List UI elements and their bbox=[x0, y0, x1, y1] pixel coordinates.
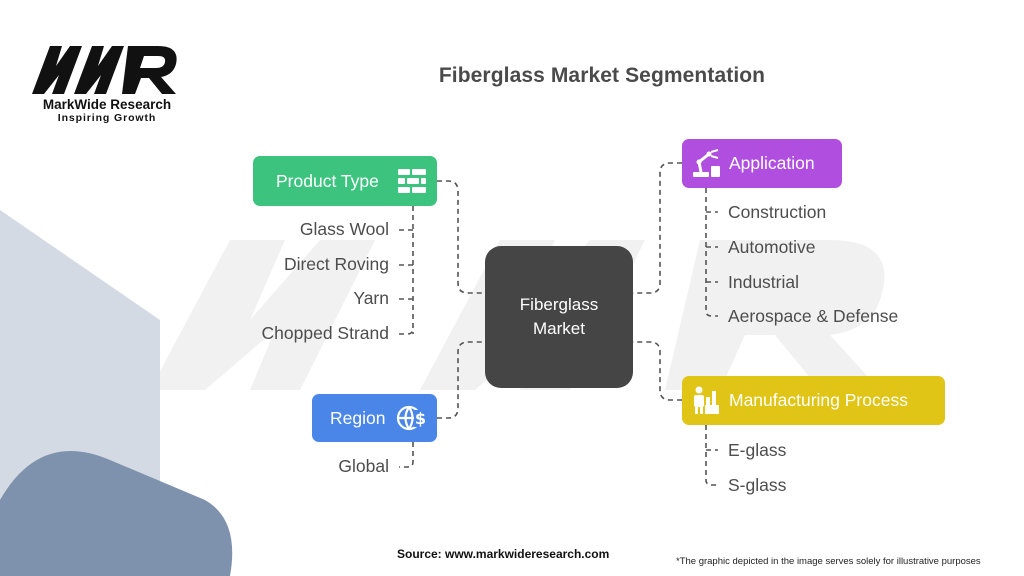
mwr-logo-icon bbox=[32, 46, 177, 94]
source-credit: Source: www.markwideresearch.com bbox=[397, 547, 610, 561]
robot-arm-icon bbox=[693, 149, 720, 177]
logo-tagline: Inspiring Growth bbox=[57, 112, 157, 124]
globe-dollar-icon: $ bbox=[396, 405, 427, 431]
decor-shape-lower bbox=[0, 451, 233, 576]
region-label: Region bbox=[330, 407, 386, 428]
manufacturing-item-e-glass: E-glass bbox=[728, 440, 787, 460]
application-node: Application bbox=[682, 139, 842, 188]
product-type-item-chopped-strand: Chopped Strand bbox=[261, 323, 389, 343]
application-label: Application bbox=[729, 153, 815, 173]
logo-company-name: MarkWide Research bbox=[42, 97, 172, 112]
application-item-industrial: Industrial bbox=[728, 272, 800, 292]
application-item-automotive: Automotive bbox=[728, 237, 816, 257]
product-type-item-direct-roving: Direct Roving bbox=[283, 254, 389, 274]
product-type-label: Product Type bbox=[276, 170, 379, 191]
manufacturing-process-label: Manufacturing Process bbox=[729, 390, 908, 410]
manufacturing-item-s-glass: S-glass bbox=[728, 475, 787, 495]
page-title: Fiberglass Market Segmentation bbox=[438, 64, 766, 87]
connector-lines bbox=[399, 162, 718, 486]
center-label-line2: Market bbox=[533, 319, 585, 338]
manufacturing-process-node: Manufacturing Process bbox=[682, 376, 945, 425]
product-type-node: Product Type bbox=[253, 156, 437, 206]
svg-text:$: $ bbox=[415, 409, 426, 428]
region-item-global: Global bbox=[338, 456, 389, 476]
product-type-item-glass-wool: Glass Wool bbox=[299, 219, 389, 239]
product-type-item-yarn: Yarn bbox=[353, 288, 389, 308]
center-node: Fiberglass Market bbox=[485, 246, 633, 388]
center-label-line1: Fiberglass bbox=[519, 295, 599, 314]
bricks-icon bbox=[398, 169, 426, 193]
disclaimer-note: *The graphic depicted in the image serve… bbox=[676, 556, 981, 567]
application-item-aerospace-defense: Aerospace & Defense bbox=[728, 306, 899, 326]
factory-workers-icon bbox=[694, 386, 719, 414]
application-item-construction: Construction bbox=[728, 202, 827, 222]
